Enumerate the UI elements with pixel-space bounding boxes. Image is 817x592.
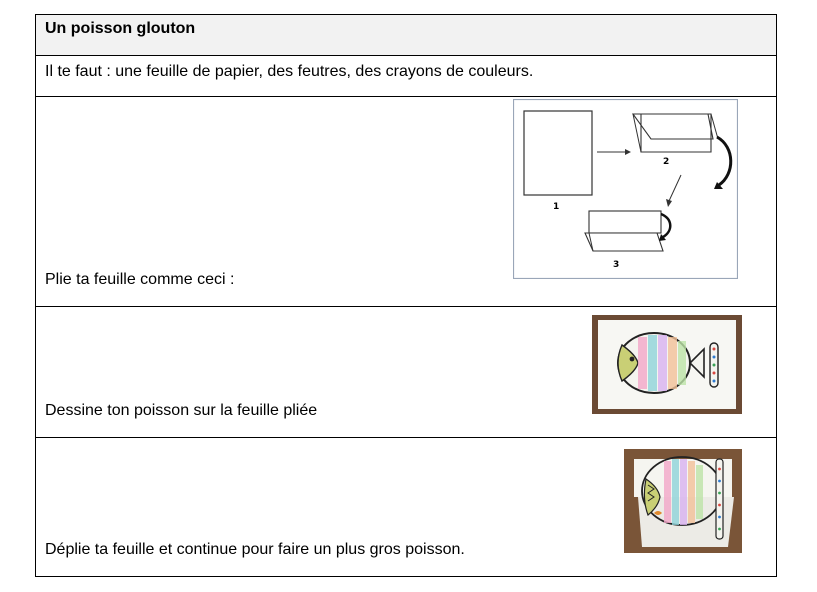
title-row: Un poisson glouton [36,15,776,56]
page-title: Un poisson glouton [45,20,196,37]
label-three: 3 [613,260,619,270]
step-text-unfold: Déplie ta feuille et continue pour faire… [45,541,465,558]
step-row-draw: Dessine ton poisson sur la feuille pliée [36,307,776,438]
instruction-table: Un poisson glouton Il te faut : une feui… [35,14,777,577]
step-text-fold: Plie ta feuille comme ceci : [45,271,235,288]
materials-text: Il te faut : une feuille de papier, des … [45,63,534,80]
folding-diagram: 1 2 3 [513,99,738,279]
label-two: 2 [663,157,669,167]
fish-folded-photo [592,315,742,414]
fish-unfolded-photo [624,449,742,553]
materials-row: Il te faut : une feuille de papier, des … [36,56,776,97]
step-row-fold: Plie ta feuille comme ceci : 1 2 [36,97,776,307]
step-text-draw: Dessine ton poisson sur la feuille pliée [45,402,318,419]
step-row-unfold: Déplie ta feuille et continue pour faire… [36,438,776,576]
label-one: 1 [553,202,559,212]
